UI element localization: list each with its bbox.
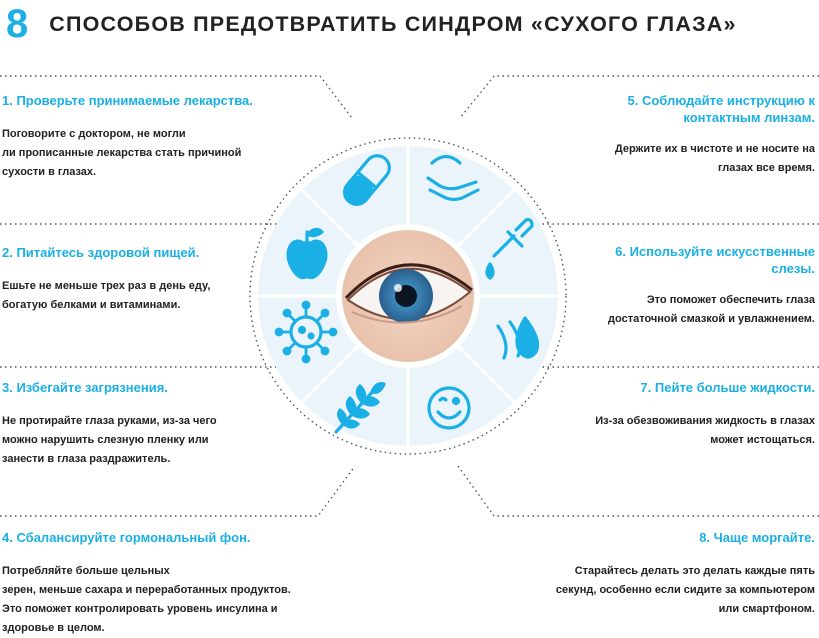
tip-6: 6. Используйте искусственные слезы. Это … bbox=[515, 243, 815, 329]
outer-dotted-circle bbox=[249, 137, 567, 455]
tip-5-title-line: контактным линзам. bbox=[683, 110, 815, 125]
tip-1-text: Поговорите с доктором, не могли ли пропи… bbox=[2, 125, 302, 182]
water-drops-icon bbox=[496, 316, 540, 360]
tip-1-line: сухости в глазах. bbox=[2, 166, 97, 178]
tip-6-title-line: 6. Используйте искусственные bbox=[615, 244, 815, 259]
tip-5: 5. Соблюдайте инструкцию к контактным ли… bbox=[515, 92, 815, 178]
tip-3: 3. Избегайте загрязнения. Не протирайте … bbox=[2, 379, 302, 469]
tip-3-line: Не протирайте глаза руками, из-за чего bbox=[2, 415, 217, 427]
tip-4-title: 4. Сбалансируйте гормональный фон. bbox=[2, 530, 251, 545]
tip-2-line: богатую белками и витаминами. bbox=[2, 299, 181, 311]
tip-7-line: Из-за обезвоживания жидкость в глазах bbox=[595, 415, 815, 427]
tip-5-title-line: 5. Соблюдайте инструкцию к bbox=[627, 93, 815, 108]
tip-1-line: Поговорите с доктором, не могли bbox=[2, 128, 186, 140]
tip-4-line: Потребляйте больше цельных bbox=[2, 565, 170, 577]
tip-4-text: Потребляйте больше цельных зерен, меньше… bbox=[2, 562, 322, 638]
contact-lens-hand-icon bbox=[426, 154, 480, 202]
tip-7-title: 7. Пейте больше жидкости. bbox=[640, 380, 815, 395]
tip-6-text: Это поможет обеспечить глаза достаточной… bbox=[515, 291, 815, 329]
header: 8 СПОСОБОВ ПРЕДОТВРАТИТЬ СИНДРОМ «СУХОГО… bbox=[6, 2, 737, 46]
tip-5-text: Держите их в чистоте и не носите на глаз… bbox=[515, 140, 815, 178]
eye-illustration bbox=[342, 230, 474, 362]
header-title: СПОСОБОВ ПРЕДОТВРАТИТЬ СИНДРОМ «СУХОГО Г… bbox=[49, 11, 737, 36]
tip-3-line: занести в глаза раздражитель. bbox=[2, 453, 171, 465]
virus-icon bbox=[274, 300, 338, 364]
tip-2: 2. Питайтесь здоровой пищей. Ешьте не ме… bbox=[2, 244, 302, 315]
tip-1: 1. Проверьте принимаемые лекарства. Пого… bbox=[2, 92, 302, 182]
connector-lines-right bbox=[457, 75, 819, 517]
wheat-icon bbox=[334, 382, 386, 434]
tip-6-line: Это поможет обеспечить глаза bbox=[646, 294, 815, 306]
tip-3-title: 3. Избегайте загрязнения. bbox=[2, 380, 168, 395]
tip-7-text: Из-за обезвоживания жидкость в глазах мо… bbox=[515, 412, 815, 450]
tip-1-line: ли прописанные лекарства стать причиной bbox=[2, 147, 242, 159]
tip-4-line: Это поможет контролировать уровень инсул… bbox=[2, 603, 278, 615]
tip-8-text: Старайтесь делать это делать каждые пять… bbox=[495, 562, 815, 619]
tip-5-line: Держите их в чистоте и не носите на bbox=[614, 143, 815, 155]
header-number: 8 bbox=[6, 2, 28, 46]
tip-8: 8. Чаще моргайте. Старайтесь делать это … bbox=[495, 529, 815, 619]
tip-4-line: здоровье в целом. bbox=[2, 622, 105, 634]
tip-8-line: или смартфоном. bbox=[718, 603, 815, 615]
dropper-icon bbox=[485, 218, 534, 280]
tip-3-line: можно нарушить слезную пленку или bbox=[2, 434, 209, 446]
tip-2-title: 2. Питайтесь здоровой пищей. bbox=[2, 245, 200, 260]
apple-icon bbox=[286, 227, 328, 280]
tip-8-title: 8. Чаще моргайте. bbox=[699, 530, 815, 545]
tip-6-line: достаточной смазкой и увлажнением. bbox=[608, 313, 815, 325]
tip-2-text: Ешьте не меньше трех раз в день еду, бог… bbox=[2, 277, 302, 315]
tip-5-title: 5. Соблюдайте инструкцию к контактным ли… bbox=[515, 92, 815, 126]
tip-5-line: глазах все время. bbox=[717, 162, 815, 174]
tip-7: 7. Пейте больше жидкости. Из-за обезвожи… bbox=[515, 379, 815, 450]
tip-2-line: Ешьте не меньше трех раз в день еду, bbox=[2, 280, 211, 292]
tip-6-title-line: слезы. bbox=[771, 261, 815, 276]
wink-smile-icon bbox=[427, 386, 471, 430]
pill-icon bbox=[343, 154, 391, 206]
tip-6-title: 6. Используйте искусственные слезы. bbox=[515, 243, 815, 277]
tip-8-line: секунд, особенно если сидите за компьюте… bbox=[555, 584, 815, 596]
tip-7-line: может истощаться. bbox=[710, 434, 815, 446]
tip-1-title: 1. Проверьте принимаемые лекарства. bbox=[2, 93, 253, 108]
tip-8-line: Старайтесь делать это делать каждые пять bbox=[574, 565, 815, 577]
tip-3-text: Не протирайте глаза руками, из-за чего м… bbox=[2, 412, 302, 469]
connector-lines-left bbox=[0, 75, 356, 517]
tip-4-line: зерен, меньше сахара и переработанных пр… bbox=[2, 584, 291, 596]
tip-4: 4. Сбалансируйте гормональный фон. Потре… bbox=[2, 529, 322, 638]
